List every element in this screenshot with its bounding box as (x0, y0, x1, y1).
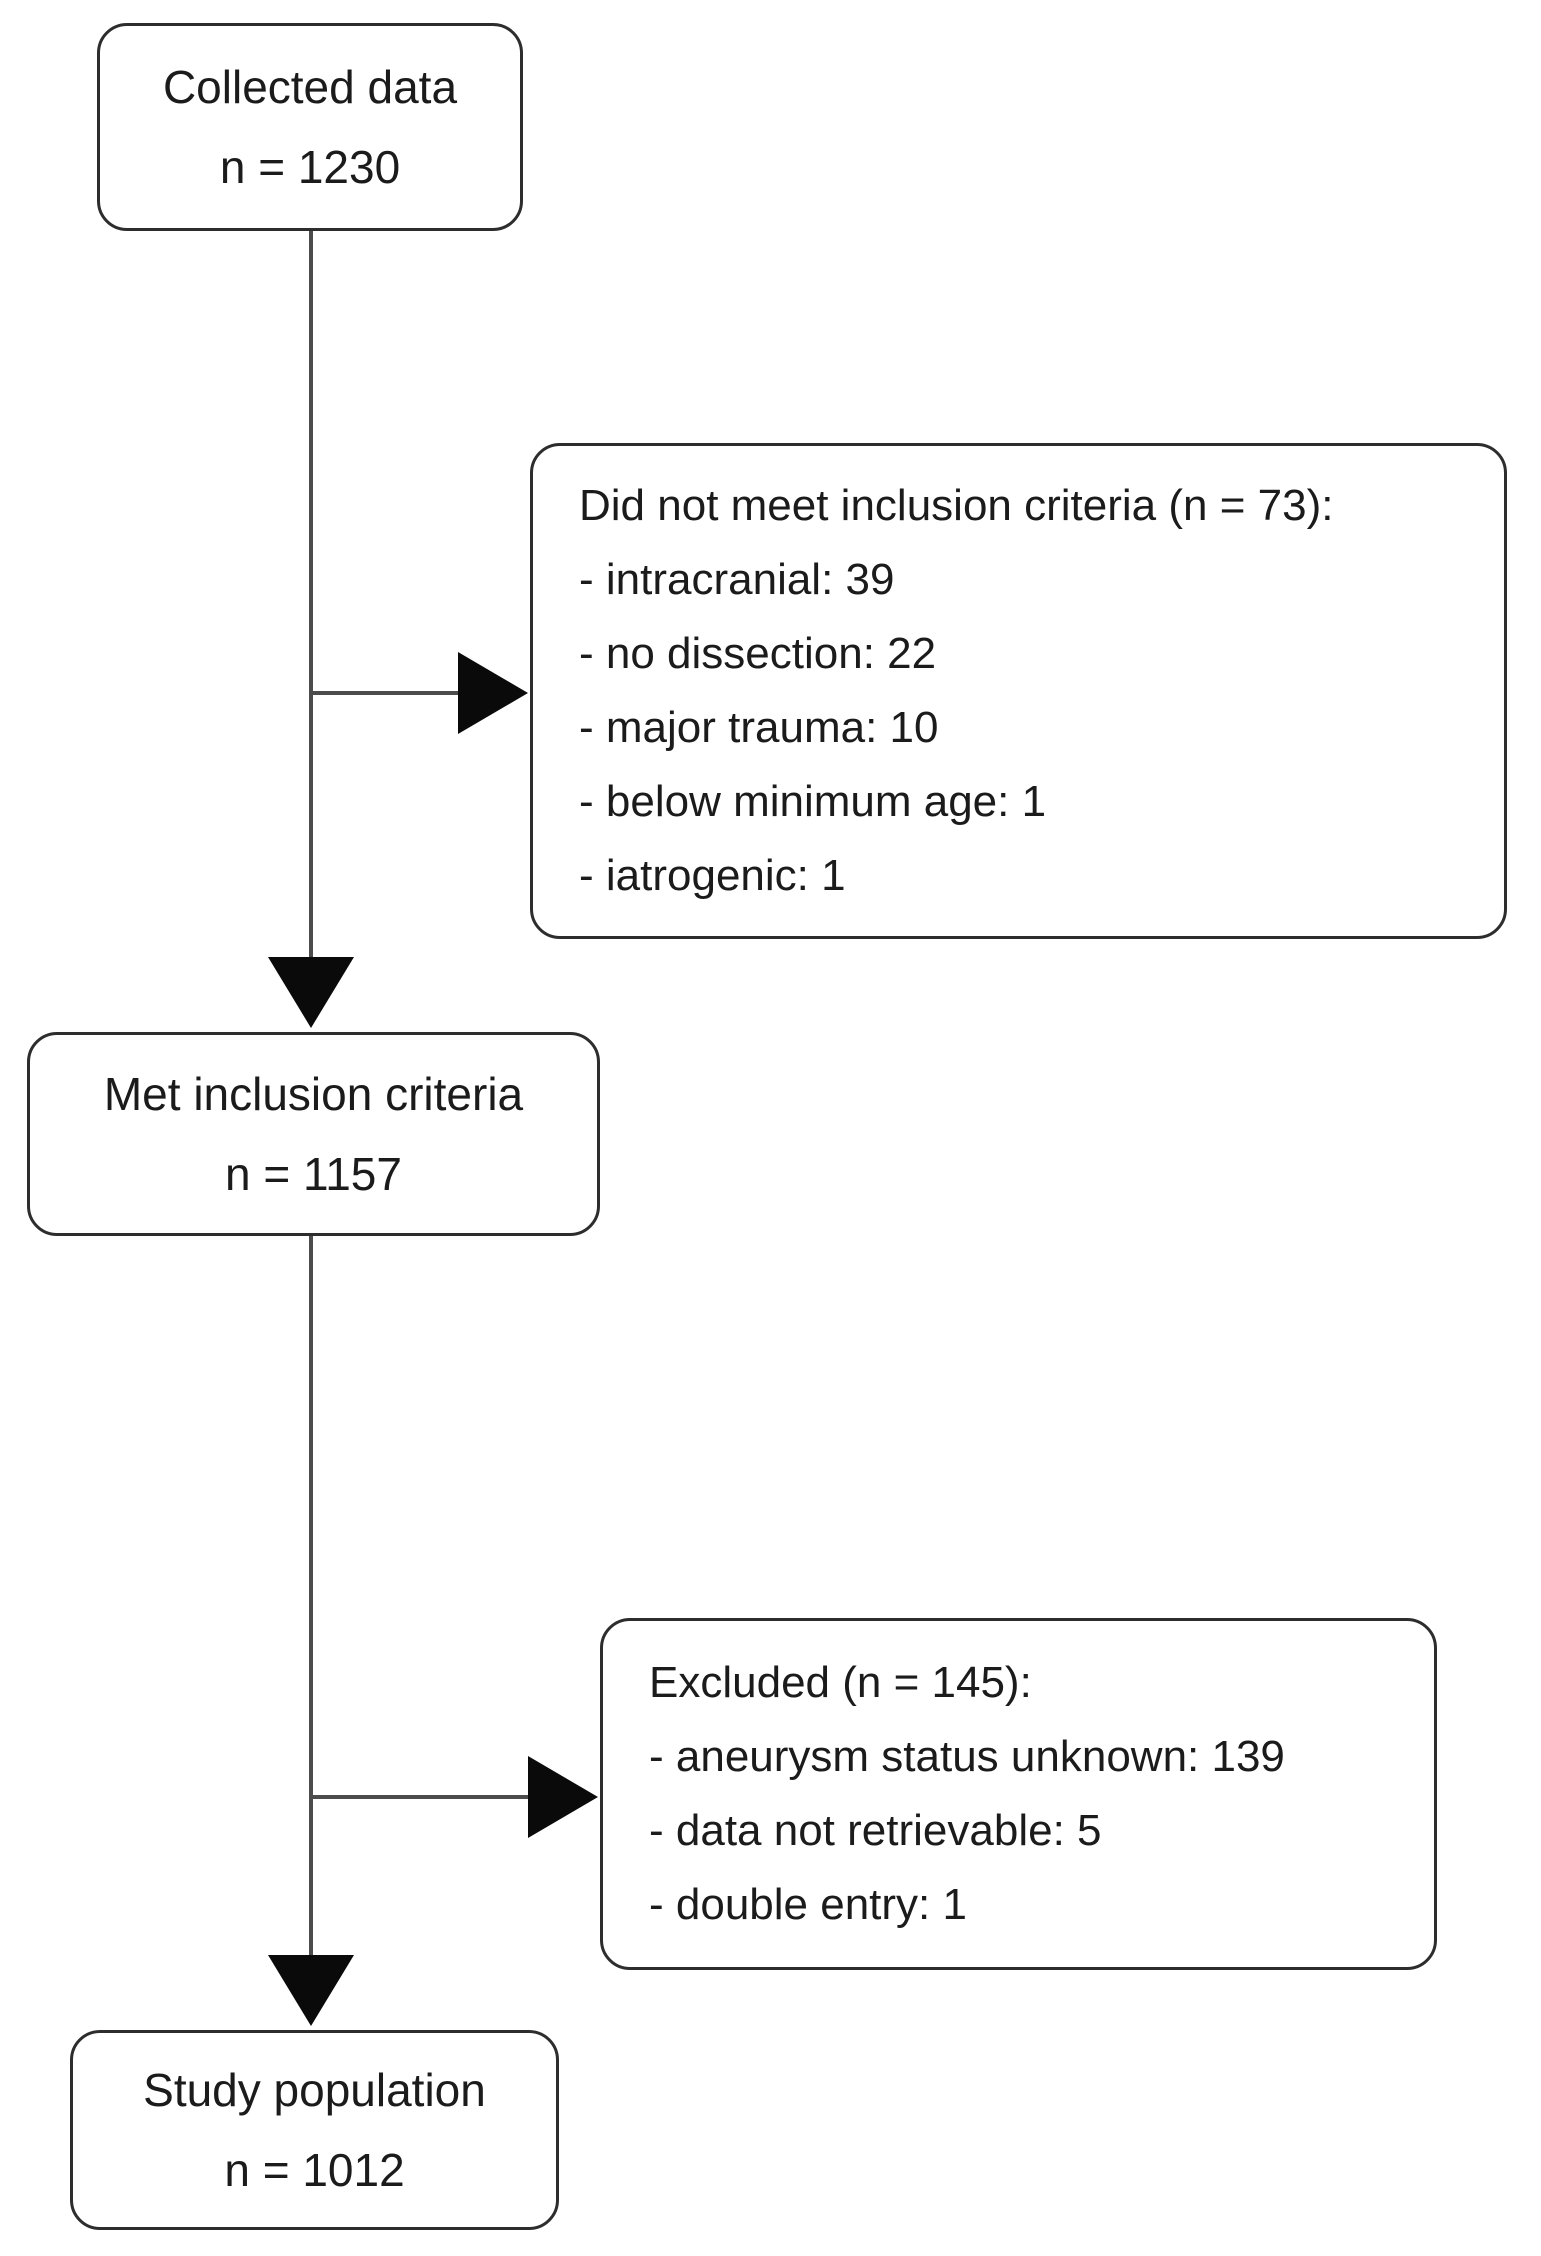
not-met-item: - intracranial: 39 (579, 555, 895, 604)
arrowhead-down-study-icon (268, 1955, 354, 2026)
node-study-population: Study population n = 1012 (70, 2030, 559, 2230)
node-met-label: Met inclusion criteria (103, 1068, 524, 1120)
excluded-item: - aneurysm status unknown: 139 (649, 1732, 1285, 1781)
arrowhead-down-met-icon (268, 957, 354, 1028)
excluded-item: - double entry: 1 (649, 1880, 967, 1929)
arrowhead-right-not-met-icon (458, 652, 528, 734)
not-met-item: - major trauma: 10 (579, 703, 939, 752)
node-met-count: n = 1157 (225, 1148, 402, 1200)
node-collected-data: Collected data n = 1230 (97, 23, 523, 231)
not-met-item: - iatrogenic: 1 (579, 851, 846, 900)
node-excluded: Excluded (n = 145): - aneurysm status un… (600, 1618, 1437, 1970)
node-collected-label: Collected data (162, 61, 458, 113)
node-met-inclusion-criteria: Met inclusion criteria n = 1157 (27, 1032, 600, 1236)
arrowhead-right-excluded-icon (528, 1756, 598, 1838)
node-did-not-meet-criteria: Did not meet inclusion criteria (n = 73)… (530, 443, 1507, 939)
not-met-item: - below minimum age: 1 (579, 777, 1047, 826)
node-study-count: n = 1012 (224, 2144, 405, 2196)
excluded-item: - data not retrievable: 5 (649, 1806, 1102, 1855)
node-collected-count: n = 1230 (219, 141, 401, 193)
node-not-met-title: Did not meet inclusion criteria (n = 73)… (579, 481, 1334, 530)
not-met-item: - no dissection: 22 (579, 629, 937, 678)
node-study-label: Study population (143, 2064, 486, 2116)
node-excluded-title: Excluded (n = 145): (649, 1658, 1032, 1707)
